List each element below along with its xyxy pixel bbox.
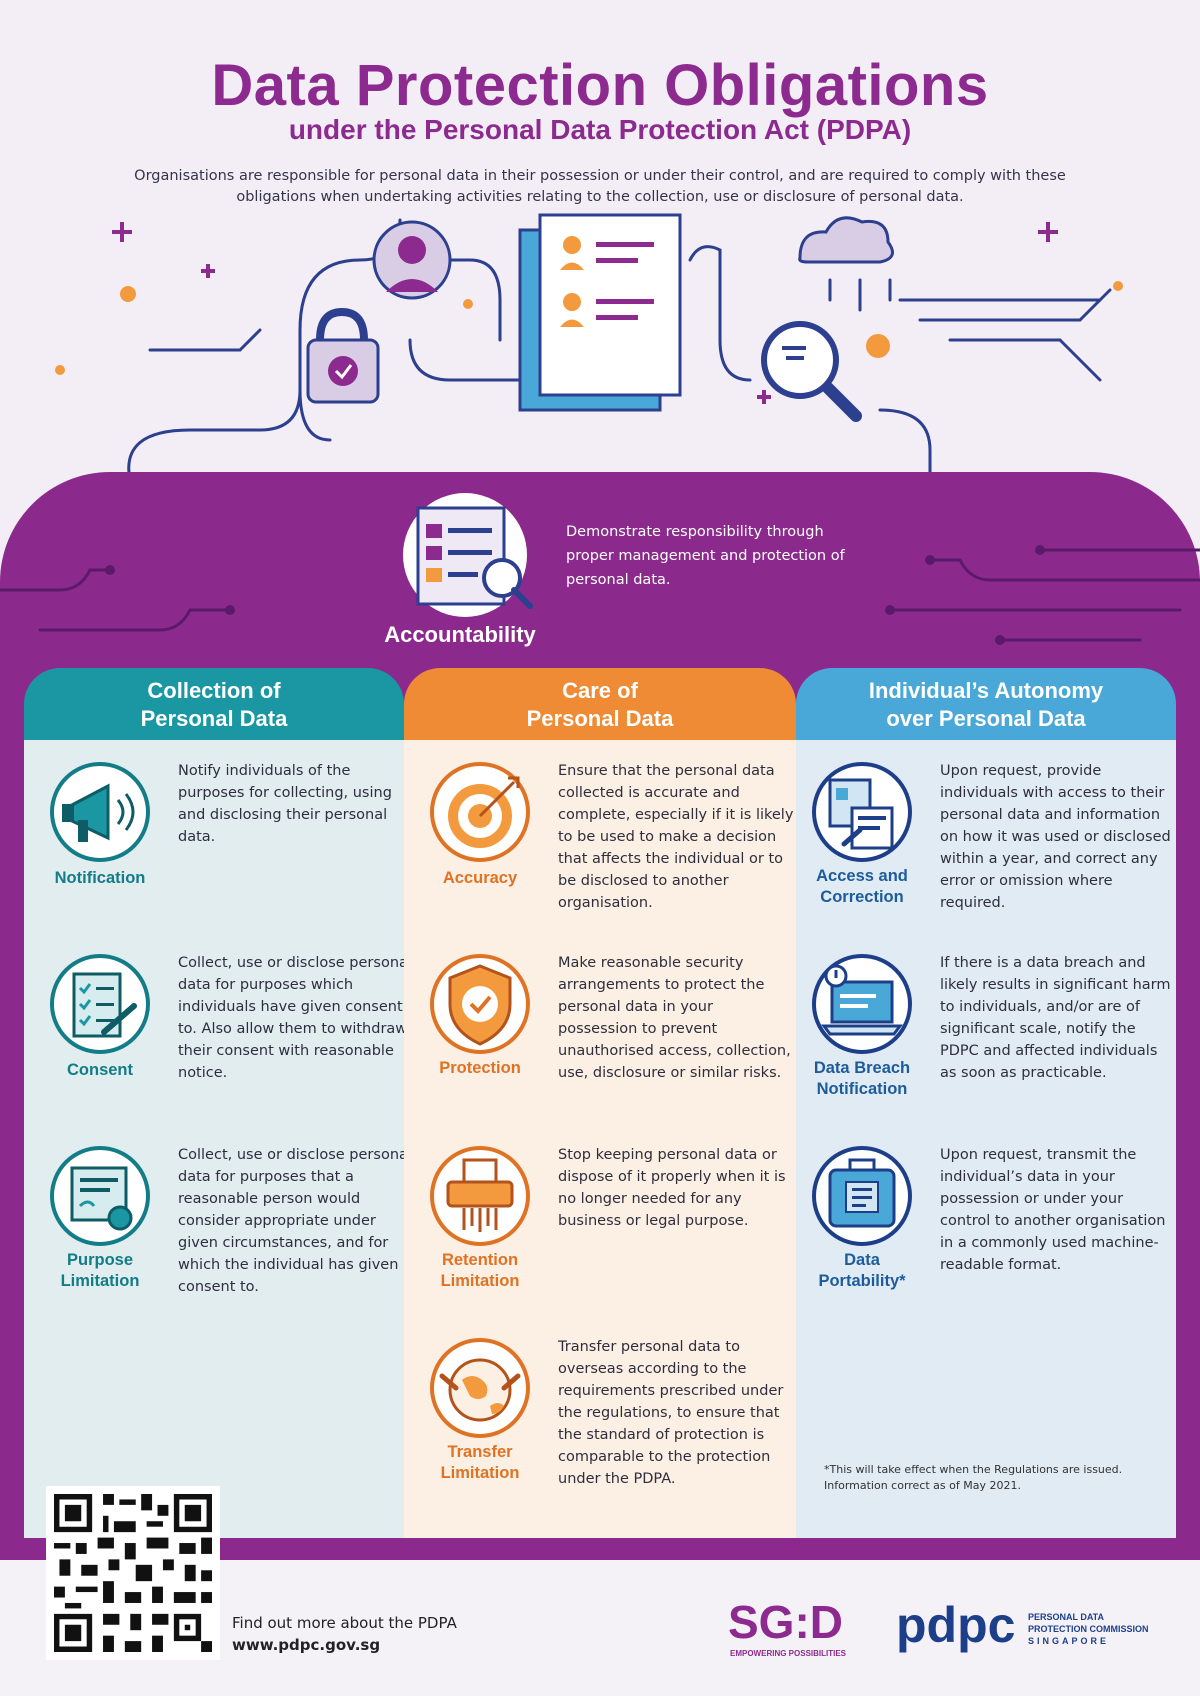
laptop-alert-icon — [812, 954, 912, 1054]
qr-code-image — [54, 1494, 212, 1652]
checklist-scroll-icon — [403, 493, 533, 617]
accountability-description: Demonstrate responsibility through prope… — [566, 524, 845, 588]
care-column-header: Care of Personal Data — [404, 668, 796, 740]
obligation-consent: Consent Collect, use or disclose persona… — [34, 952, 412, 1112]
desc-data-breach-notification: If there is a data breach and likely res… — [940, 955, 1171, 1081]
person-icon — [372, 220, 452, 300]
desc-transfer-limitation: Transfer personal data to overseas accor… — [558, 1339, 784, 1487]
accountability-title: Accountability — [384, 622, 536, 647]
obligation-transfer-limitation: Transfer Limitation Transfer personal da… — [414, 1336, 796, 1516]
label-purpose-limitation: Purpose Limitation — [60, 1251, 140, 1290]
svg-text:EMPOWERING POSSIBILITIES: EMPOWERING POSSIBILITIES — [730, 1649, 847, 1658]
target-icon — [430, 762, 530, 862]
label-access-correction: Access and Correction — [816, 867, 908, 906]
obligation-notification: Notification Notify individuals of the p… — [34, 760, 404, 910]
autonomy-column-header: Individual’s Autonomy over Personal Data — [796, 668, 1176, 740]
intro-text: Organisations are responsible for person… — [134, 168, 1066, 205]
magnifier-icon — [761, 321, 862, 422]
desc-access-correction: Upon request, provide individuals with a… — [940, 763, 1171, 911]
profile-document-icon — [518, 213, 682, 412]
obligation-accuracy: Accuracy Ensure that the personal data c… — [414, 760, 796, 911]
care-column: Care of Personal Data Accuracy Ensure th… — [404, 668, 796, 1538]
desc-data-portability: Upon request, transmit the individual’s … — [940, 1147, 1166, 1273]
obligation-data-portability: Data Portability* Upon request, transmit… — [796, 1144, 1176, 1304]
desc-retention-limitation: Stop keeping personal data or dispose of… — [558, 1147, 786, 1229]
find-more-text: Find out more about the PDPA — [232, 1614, 457, 1632]
circuit-decoration — [0, 545, 1200, 645]
desc-purpose-limitation: Collect, use or disclose personal data f… — [178, 1147, 412, 1295]
label-notification: Notification — [54, 869, 146, 887]
page-title: Data Protection Obligations — [211, 53, 989, 118]
obligation-retention-limitation: Retention Limitation Stop keeping person… — [414, 1144, 796, 1304]
globe-icon — [430, 1338, 530, 1438]
cloud-icon — [798, 216, 894, 264]
desc-accuracy: Ensure that the personal data collected … — [558, 763, 794, 911]
label-protection: Protection — [439, 1059, 521, 1077]
data-network-illustration — [55, 213, 1123, 502]
shield-icon — [430, 954, 530, 1054]
shredder-icon — [430, 1146, 530, 1246]
label-data-breach-notification: Data Breach Notification — [813, 1059, 911, 1098]
svg-text:PROTECTION COMMISSION: PROTECTION COMMISSION — [1028, 1624, 1149, 1634]
lock-icon — [306, 307, 380, 404]
pdpc-logo: pdpc PERSONAL DATA PROTECTION COMMISSION… — [896, 1600, 1149, 1653]
autonomy-column: Individual’s Autonomy over Personal Data… — [796, 668, 1176, 1538]
desc-protection: Make reasonable security arrangements to… — [558, 955, 791, 1081]
collection-column-header: Collection of Personal Data — [24, 668, 404, 740]
obligation-data-breach-notification: Data Breach Notification If there is a d… — [796, 952, 1176, 1112]
checklist-icon — [50, 954, 150, 1054]
megaphone-icon — [50, 762, 150, 862]
documents-icon — [812, 762, 912, 862]
label-transfer-limitation: Transfer Limitation — [440, 1443, 520, 1482]
sgd-logo: SG:D EMPOWERING POSSIBILITIES — [728, 1596, 847, 1658]
website-link[interactable]: www.pdpc.gov.sg — [232, 1636, 381, 1654]
svg-text:PERSONAL DATA: PERSONAL DATA — [1028, 1612, 1105, 1622]
label-retention-limitation: Retention Limitation — [440, 1251, 520, 1290]
qr-code[interactable] — [46, 1486, 220, 1660]
svg-text:SG:D: SG:D — [728, 1596, 843, 1648]
svg-text:pdpc: pdpc — [896, 1600, 1015, 1653]
obligation-purpose-limitation: Purpose Limitation Collect, use or discl… — [34, 1144, 412, 1324]
footnote: *This will take effect when the Regulati… — [824, 1463, 1123, 1492]
desc-notification: Notify individuals of the purposes for c… — [178, 763, 392, 845]
certificate-icon — [50, 1146, 150, 1246]
page-subtitle: under the Personal Data Protection Act (… — [288, 114, 912, 145]
obligation-access-correction: Access and Correction Upon request, prov… — [796, 760, 1176, 911]
desc-consent: Collect, use or disclose personal data f… — [178, 955, 412, 1081]
label-data-portability: Data Portability* — [818, 1251, 906, 1290]
label-accuracy: Accuracy — [442, 869, 518, 887]
svg-text:SINGAPORE: SINGAPORE — [1028, 1636, 1109, 1646]
obligation-protection: Protection Make reasonable security arra… — [414, 952, 796, 1112]
label-consent: Consent — [67, 1061, 133, 1079]
briefcase-icon — [812, 1146, 912, 1246]
collection-column: Collection of Personal Data Notification… — [24, 668, 412, 1538]
